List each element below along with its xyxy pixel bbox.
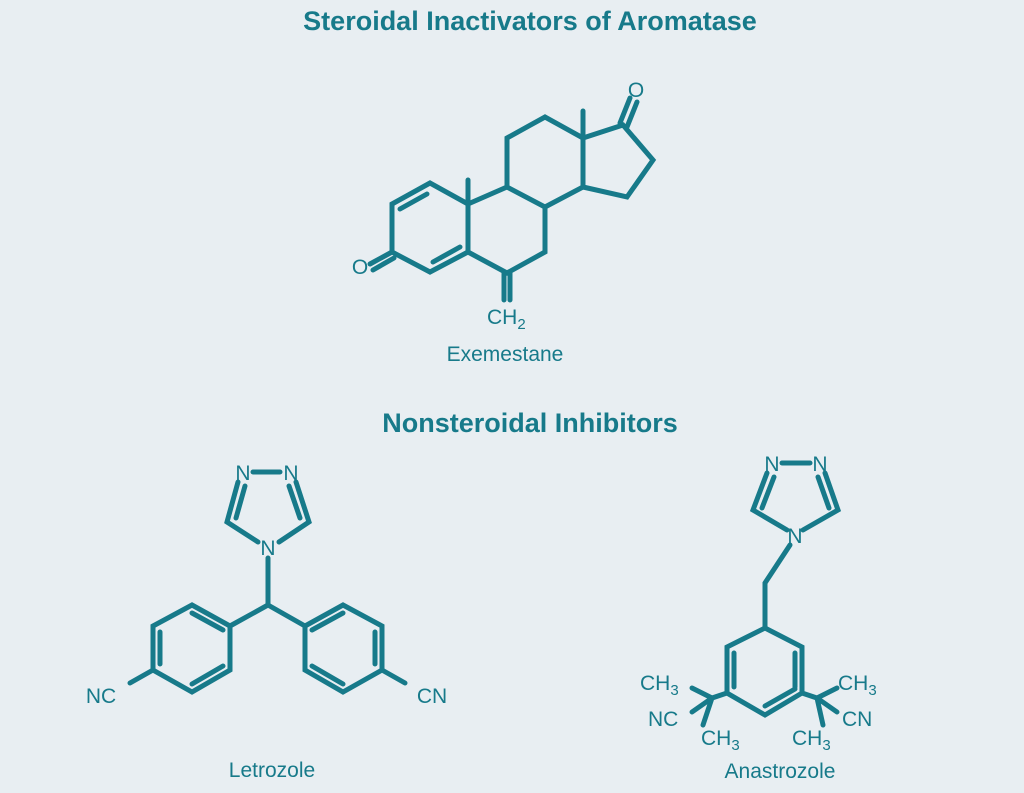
anastrozole-structure: N N N CH3 NC CH3 CH3 CN CH3 Anastrozole bbox=[640, 453, 877, 783]
anastrozole-n2: N bbox=[812, 453, 827, 476]
anastrozole-ch3-left-top: CH3 bbox=[640, 672, 679, 699]
exemestane-oxygen-3: O bbox=[352, 256, 368, 279]
exemestane-oxygen-17: O bbox=[628, 79, 644, 102]
letrozole-cn-label: CN bbox=[417, 685, 447, 708]
letrozole-structure: N N N NC CN Letrozole bbox=[86, 462, 447, 782]
exemestane-structure: O O CH2 Exemestane bbox=[352, 79, 657, 366]
exemestane-ch2-label: CH2 bbox=[487, 306, 526, 333]
letrozole-n4: N bbox=[260, 537, 275, 560]
letrozole-n2: N bbox=[283, 462, 298, 485]
anastrozole-ch3-right-bottom: CH3 bbox=[792, 727, 831, 754]
letrozole-name: Letrozole bbox=[229, 759, 315, 782]
anastrozole-ch3-left-bottom: CH3 bbox=[701, 727, 740, 754]
letrozole-n1: N bbox=[235, 462, 250, 485]
anastrozole-n1: N bbox=[764, 453, 779, 476]
anastrozole-n4: N bbox=[787, 525, 802, 548]
anastrozole-cn-label: CN bbox=[842, 708, 872, 731]
steroidal-title: Steroidal Inactivators of Aromatase bbox=[303, 6, 757, 36]
anastrozole-nc-label: NC bbox=[648, 708, 678, 731]
anastrozole-ch3-right-top: CH3 bbox=[838, 672, 877, 699]
exemestane-name: Exemestane bbox=[447, 343, 564, 366]
letrozole-nc-label: NC bbox=[86, 685, 116, 708]
nonsteroidal-title: Nonsteroidal Inhibitors bbox=[382, 408, 678, 438]
anastrozole-name: Anastrozole bbox=[725, 760, 836, 783]
